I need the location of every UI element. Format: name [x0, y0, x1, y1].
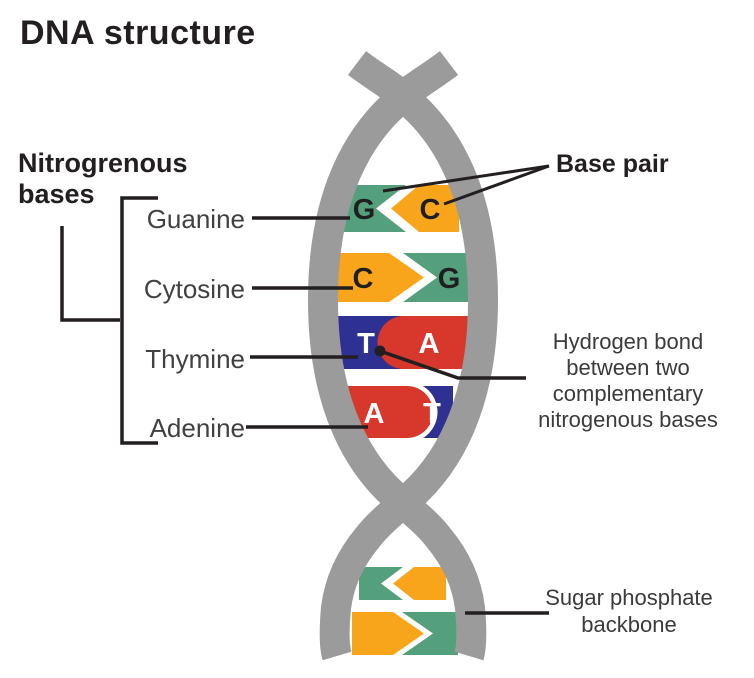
guanine-label: Guanine: [146, 204, 245, 234]
base-letter-c: C: [353, 263, 374, 295]
base-letter-g: G: [353, 194, 376, 226]
base-c-left-shape: [337, 253, 424, 302]
helix-strands: [307, 50, 499, 661]
cytosine-label: Cytosine: [143, 274, 245, 304]
base-pair-pointer-line-1: [382, 164, 550, 193]
base-letters: G C C G T A A T: [353, 194, 461, 430]
backbone-row-green-left: [359, 567, 403, 600]
hydrogen-bond-pointer-line: [379, 349, 526, 380]
base-pair-rows: [336, 185, 472, 655]
nitrogenous-bracket-line: [120, 196, 158, 445]
base-pair-label: Base pair: [556, 150, 669, 178]
base-letter-a: A: [419, 328, 440, 360]
adenine-label: Adenine: [149, 413, 245, 443]
thymine-label: Thymine: [145, 344, 245, 374]
nitrogenous-bases-label: Nitrogrenous bases: [18, 148, 188, 209]
backbone-row-yellow-right: [393, 567, 446, 600]
helix-strand-2: [307, 50, 487, 661]
hydrogen-bond-label: Hydrogen bond between two complementary …: [538, 329, 718, 432]
base-letter-c: C: [420, 194, 441, 226]
hydrogen-bond-dot: [374, 345, 386, 357]
backbone-row-yellow-left: [352, 612, 424, 655]
base-g-right-shape: [403, 253, 470, 302]
helix-strand-1: [319, 50, 499, 661]
base-a-right-shape: [404, 316, 472, 369]
backbone-row-green-right: [402, 612, 458, 655]
annotation-lines: [60, 164, 550, 615]
base-pair-pointer-line-2: [443, 164, 550, 206]
nitrogenous-bracket-connector-line: [60, 226, 120, 322]
base-letter-a: A: [364, 398, 385, 430]
base-letter-g: G: [438, 263, 461, 295]
diagram-title: DNA structure: [20, 14, 256, 52]
base-g-left-shape: [341, 185, 406, 232]
sugar-phosphate-label: Sugar phosphate backbone: [545, 585, 713, 637]
base-c-right-shape: [391, 185, 459, 232]
base-letter-t: T: [357, 328, 375, 360]
base-a-left-cap: [381, 386, 433, 438]
base-letter-t: T: [423, 398, 441, 430]
